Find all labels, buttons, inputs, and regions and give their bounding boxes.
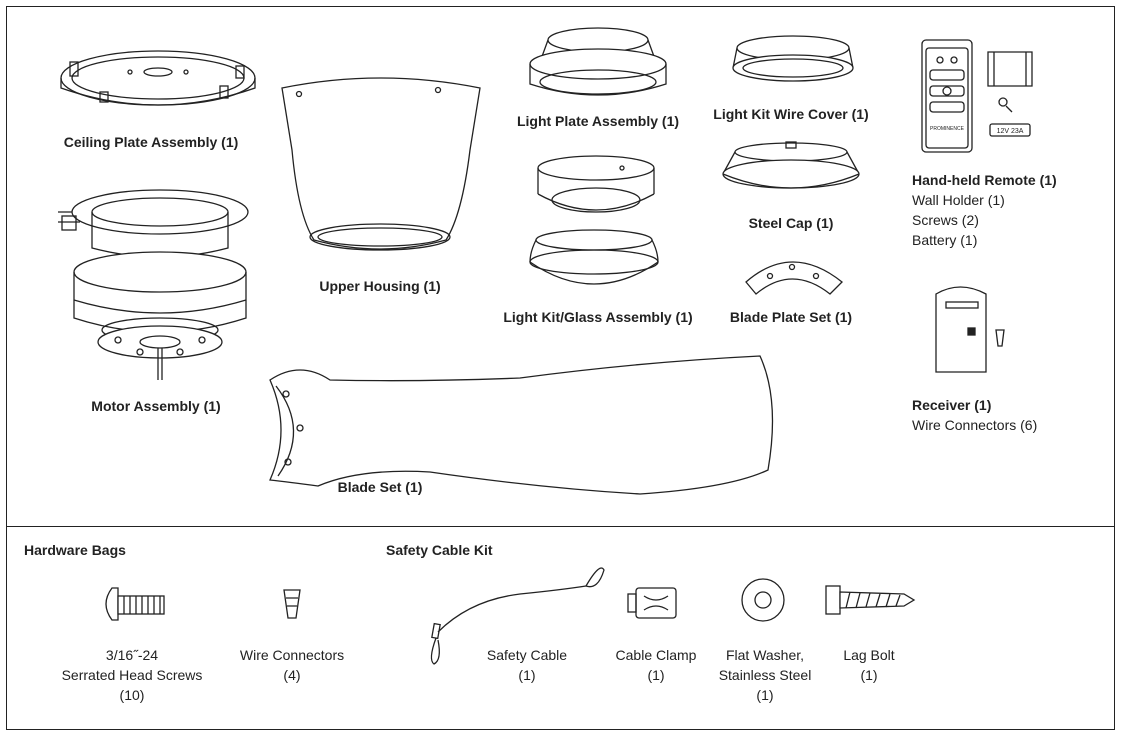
flat-washer-illustration	[741, 578, 785, 622]
wall-holder-illustration	[987, 51, 1033, 137]
blade-set-label: Blade Set (1)	[337, 479, 423, 495]
remote-illustration: PROMINENCE	[921, 39, 973, 153]
safety-cable-kit-title: Safety Cable Kit	[386, 542, 493, 558]
light-kit-glass-illustration	[529, 155, 659, 285]
remote-item: Wall Holder (1)	[912, 192, 1005, 208]
light-plate-label: Light Plate Assembly (1)	[516, 113, 680, 129]
cable-clamp-label: Cable Clamp (1)	[615, 647, 697, 683]
blade-plate-illustration	[745, 261, 843, 295]
light-kit-glass-label: Light Kit/Glass Assembly (1)	[503, 309, 693, 325]
blade-illustration	[269, 355, 774, 495]
svg-text:PROMINENCE: PROMINENCE	[930, 126, 965, 132]
battery-label-art: 12V 23A	[997, 128, 1024, 135]
receiver-illustration	[935, 286, 1005, 373]
screw-illustration	[105, 587, 165, 621]
parts-frame	[6, 6, 1115, 730]
hardware-bags-title: Hardware Bags	[24, 542, 126, 558]
upper-housing-illustration	[281, 77, 481, 251]
motor-assembly-illustration	[58, 189, 249, 380]
remote-item: Screws (2)	[912, 212, 979, 228]
light-plate-illustration	[529, 27, 667, 96]
wire-connector-illustration	[283, 589, 301, 619]
safety-cable-illustration	[430, 567, 605, 665]
wire-connectors-label: Wire Connectors (4)	[239, 647, 345, 683]
flat-washer-label: Flat Washer, Stainless Steel (1)	[718, 647, 812, 703]
light-kit-wire-cover-illustration	[732, 35, 854, 82]
safety-cable-label: Safety Cable (1)	[486, 647, 568, 683]
blade-plate-label: Blade Plate Set (1)	[729, 309, 853, 325]
motor-assembly-label: Motor Assembly (1)	[91, 398, 221, 414]
ceiling-plate-label: Ceiling Plate Assembly (1)	[63, 134, 239, 150]
cable-clamp-illustration	[627, 587, 677, 619]
lag-bolt-label: Lag Bolt (1)	[843, 647, 895, 683]
screws-label: 3/16˝-24 Serrated Head Screws (10)	[61, 647, 203, 703]
receiver-label-group: Receiver (1) Wire Connectors (6)	[912, 395, 1037, 435]
remote-title: Hand-held Remote (1)	[912, 172, 1057, 188]
steel-cap-illustration	[722, 141, 860, 189]
steel-cap-label: Steel Cap (1)	[748, 215, 834, 231]
section-divider	[6, 526, 1115, 527]
receiver-title: Receiver (1)	[912, 397, 992, 413]
lag-bolt-illustration	[825, 585, 916, 615]
receiver-item: Wire Connectors (6)	[912, 417, 1038, 433]
remote-item: Battery (1)	[912, 232, 978, 248]
light-kit-wire-cover-label: Light Kit Wire Cover (1)	[713, 106, 869, 122]
remote-label-group: Hand-held Remote (1) Wall Holder (1) Scr…	[912, 170, 1057, 250]
upper-housing-label: Upper Housing (1)	[319, 278, 441, 294]
ceiling-plate-illustration	[60, 50, 256, 106]
